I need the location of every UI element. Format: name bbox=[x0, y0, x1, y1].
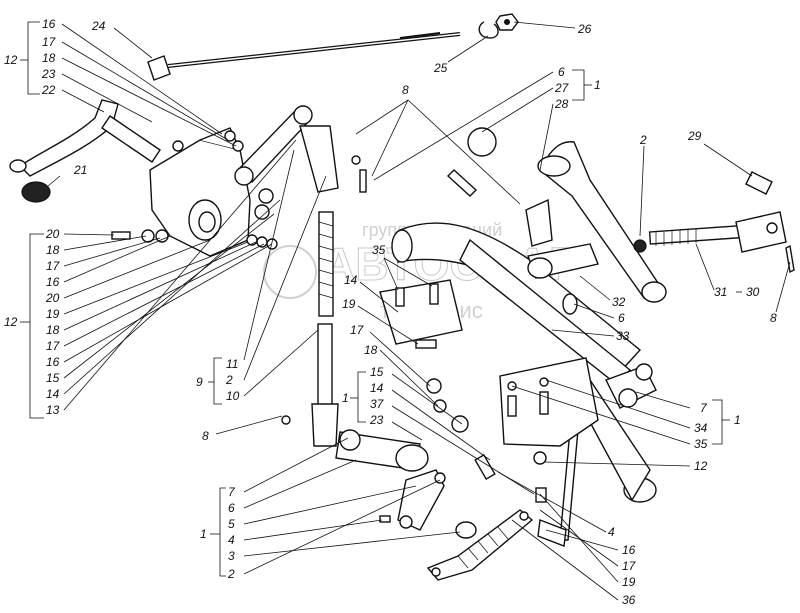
callout-19-c: 19 bbox=[622, 575, 636, 589]
callout-33: 33 bbox=[616, 329, 630, 343]
callout-2-b: 2 bbox=[225, 373, 233, 387]
callout-19: 19 bbox=[46, 307, 60, 321]
callout-26: 26 bbox=[577, 22, 592, 36]
callout-31: 31 bbox=[714, 285, 727, 299]
callout-14: 14 bbox=[46, 387, 60, 401]
callout-23-b: 23 bbox=[369, 413, 384, 427]
spring-rod bbox=[311, 211, 339, 447]
callout-18-c: 18 bbox=[46, 323, 60, 337]
bracket-plate bbox=[499, 357, 599, 447]
clevis-rod bbox=[633, 211, 787, 253]
callout-2-c: 2 bbox=[227, 567, 235, 581]
callout-12-c: 12 bbox=[694, 459, 708, 473]
callout-7: 7 bbox=[700, 401, 708, 415]
callout-25: 25 bbox=[433, 61, 448, 75]
vertical-rod bbox=[537, 429, 579, 547]
callout-16-b: 16 bbox=[46, 275, 60, 289]
small-fasteners-left bbox=[111, 130, 278, 250]
callout-18-b: 18 bbox=[46, 243, 60, 257]
callout-17-c: 17 bbox=[46, 339, 61, 353]
callout-7-b: 7 bbox=[228, 485, 236, 499]
callout-23: 23 bbox=[41, 67, 56, 81]
callout-4: 4 bbox=[228, 533, 235, 547]
callout-18: 18 bbox=[42, 51, 56, 65]
bracket-35 bbox=[379, 279, 463, 345]
callout-1-b: 1 bbox=[342, 391, 349, 405]
callout-28: 28 bbox=[554, 97, 569, 111]
callout-19-b: 19 bbox=[342, 297, 356, 311]
watermark-logo bbox=[263, 245, 317, 299]
callout-4-b: 4 bbox=[608, 525, 615, 539]
callout-1: 1 bbox=[594, 78, 601, 92]
callout-3: 3 bbox=[228, 549, 235, 563]
callout-8-c: 8 bbox=[202, 429, 209, 443]
callout-15: 15 bbox=[46, 371, 60, 385]
callout-labels: 16 17 18 23 22 12 24 25 26 21 8 6 27 28 … bbox=[4, 17, 777, 607]
arm-32 bbox=[527, 243, 599, 315]
upper-lever bbox=[525, 141, 667, 303]
lever-7-right bbox=[605, 363, 657, 409]
callout-16-d: 16 bbox=[622, 543, 636, 557]
callout-14-c: 14 bbox=[370, 381, 384, 395]
callout-16: 16 bbox=[42, 17, 56, 31]
knob-21 bbox=[21, 181, 51, 203]
callout-6: 6 bbox=[558, 65, 565, 79]
cotter-pin-8 bbox=[785, 244, 795, 274]
callout-37: 37 bbox=[370, 397, 385, 411]
callout-32: 32 bbox=[612, 295, 626, 309]
cable-part bbox=[147, 32, 461, 81]
callout-21: 21 bbox=[73, 163, 87, 177]
callout-20: 20 bbox=[45, 227, 60, 241]
callout-35-b: 35 bbox=[694, 437, 708, 451]
callout-1-d: 1 bbox=[200, 527, 207, 541]
callout-14-b: 14 bbox=[344, 273, 358, 287]
callout-17-b: 17 bbox=[46, 259, 61, 273]
leader-lines bbox=[20, 21, 791, 601]
callout-22: 22 bbox=[41, 83, 56, 97]
callout-15-b: 15 bbox=[370, 365, 384, 379]
callout-16-c: 16 bbox=[46, 355, 60, 369]
callout-17: 17 bbox=[42, 35, 57, 49]
lower-lever bbox=[335, 429, 477, 539]
callout-12-b: 12 bbox=[4, 315, 18, 329]
callout-17-e: 17 bbox=[622, 559, 637, 573]
link-arm-11 bbox=[234, 105, 339, 193]
spring-36 bbox=[426, 509, 534, 581]
callout-35: 35 bbox=[372, 243, 386, 257]
callout-8-right: 8 bbox=[770, 311, 777, 325]
callout-27: 27 bbox=[554, 81, 570, 95]
callout-5: 5 bbox=[228, 517, 235, 531]
pin-8 bbox=[446, 169, 478, 197]
callout-1-c: 1 bbox=[734, 413, 741, 427]
callout-29: 29 bbox=[687, 129, 702, 143]
callout-36: 36 bbox=[622, 593, 636, 607]
callout-20-b: 20 bbox=[45, 291, 60, 305]
callout-11: 11 bbox=[226, 357, 238, 371]
callout-6-c: 6 bbox=[228, 501, 235, 515]
callout-34: 34 bbox=[694, 421, 708, 435]
callout-10: 10 bbox=[226, 389, 240, 403]
callout-2: 2 bbox=[639, 133, 647, 147]
callout-30: 30 bbox=[746, 285, 760, 299]
callout-24: 24 bbox=[91, 19, 106, 33]
callout-13: 13 bbox=[46, 403, 60, 417]
callout-8: 8 bbox=[402, 83, 409, 97]
callout-12: 12 bbox=[4, 53, 18, 67]
clevis-pin-29 bbox=[745, 171, 773, 195]
callout-18-d: 18 bbox=[364, 343, 378, 357]
ball-joint bbox=[467, 127, 497, 157]
callout-9: 9 bbox=[196, 375, 203, 389]
callout-6-b: 6 bbox=[618, 311, 625, 325]
callout-17-d: 17 bbox=[350, 323, 365, 337]
clip-and-nut bbox=[478, 13, 519, 39]
